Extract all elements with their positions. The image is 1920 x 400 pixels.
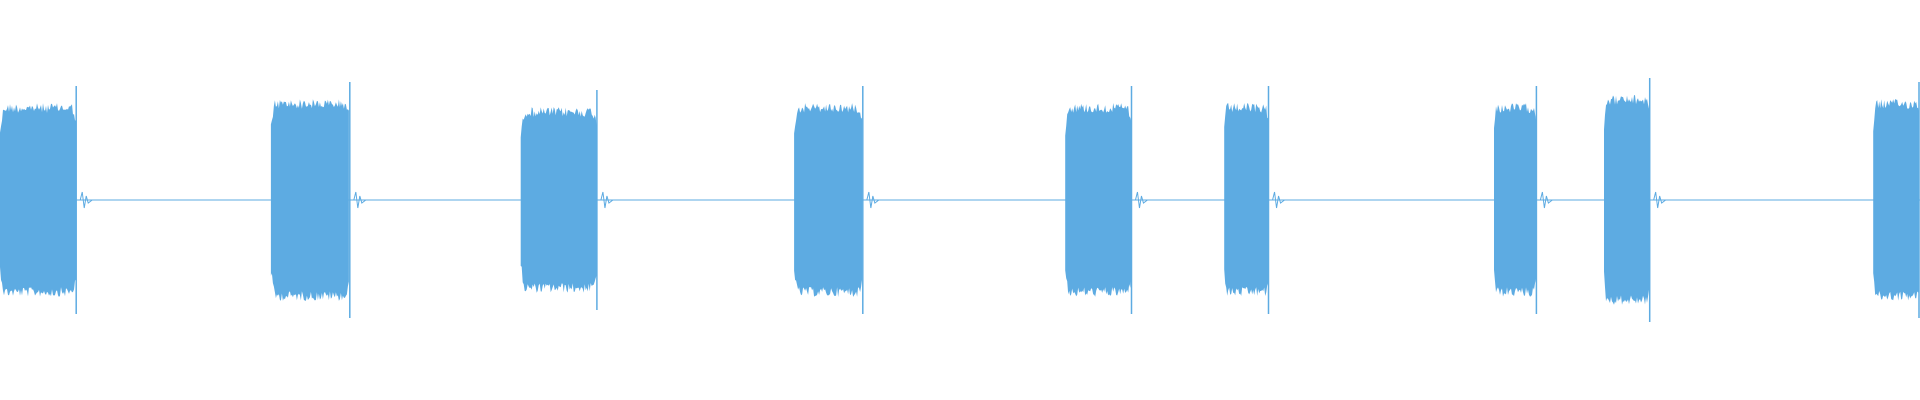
- waveform-decay: [79, 191, 93, 209]
- waveform-decay: [1539, 191, 1553, 209]
- waveform-burst: [520, 107, 597, 293]
- waveform-decay: [866, 191, 880, 209]
- waveform-burst: [1873, 99, 1920, 301]
- waveform-burst: [1224, 103, 1269, 296]
- waveform-burst: [1494, 103, 1536, 297]
- waveform-burst: [0, 103, 76, 297]
- waveform-decay: [1653, 191, 1666, 209]
- waveform-burst: [794, 103, 863, 297]
- waveform-decay: [600, 191, 614, 209]
- waveform-burst: [270, 99, 349, 301]
- waveform-decay: [1134, 191, 1148, 209]
- waveform-decay: [353, 191, 367, 209]
- waveform-decay: [1272, 191, 1285, 209]
- waveform-burst: [1065, 103, 1132, 297]
- waveform-burst: [1604, 95, 1649, 305]
- waveform-bursts: [0, 78, 1920, 322]
